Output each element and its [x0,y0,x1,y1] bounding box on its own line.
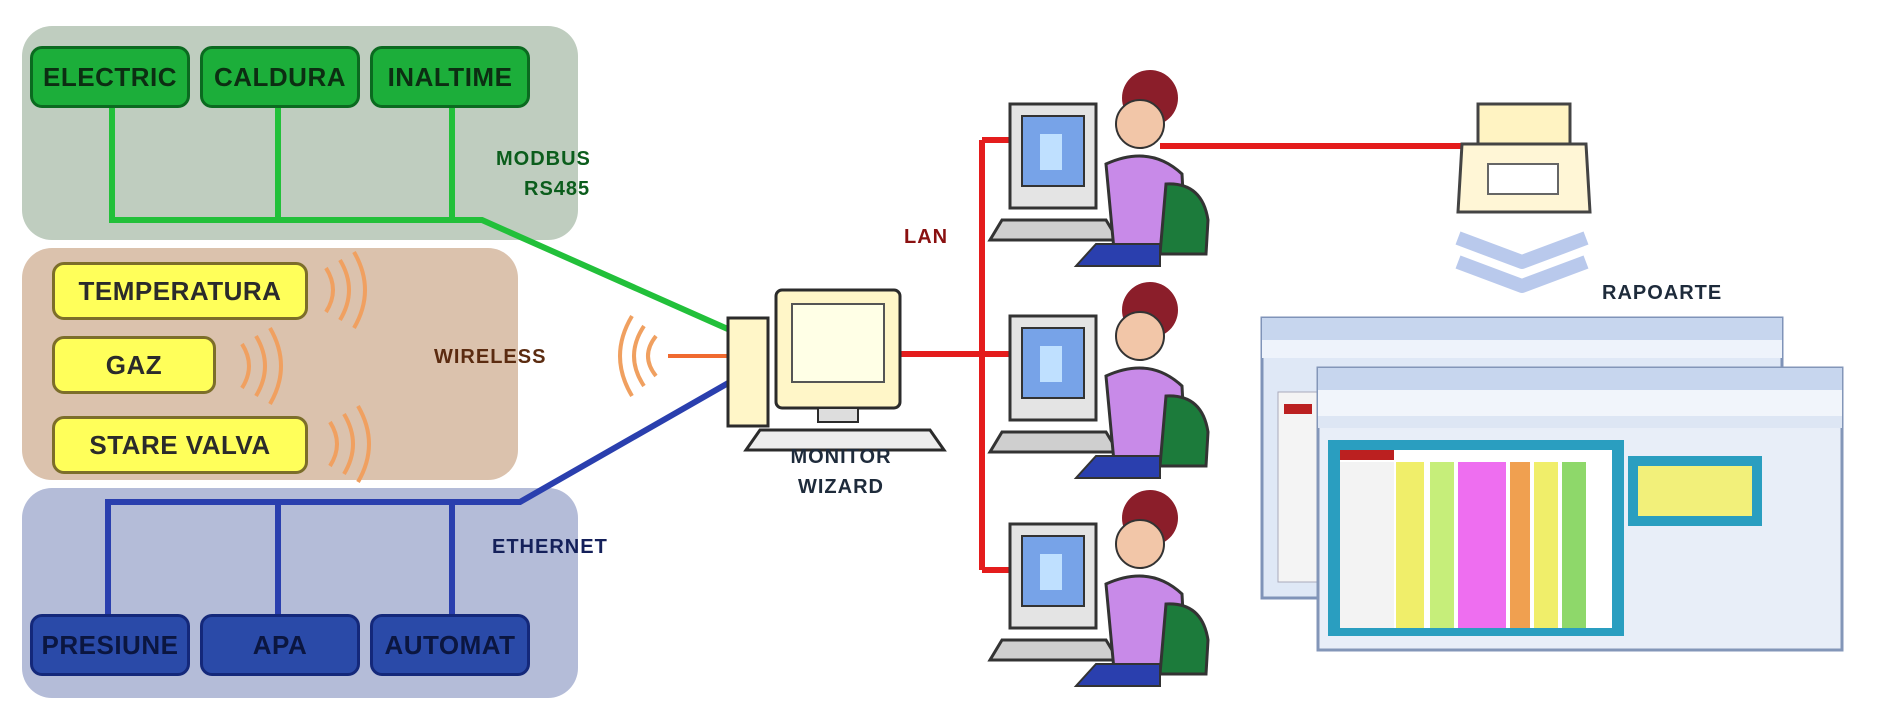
wireless-box-gaz: GAZ [52,336,216,394]
ethernet-bus-lines [105,379,732,618]
ethernet-box-automat: AUTOMAT [370,614,530,676]
server-label-line2: WIZARD [798,476,884,498]
modbus-box-electric: ELECTRIC [30,46,190,108]
chevron-down-icon [1455,231,1589,293]
ethernet-label: ETHERNET [492,536,608,558]
ethernet-box-presiune: PRESIUNE [30,614,190,676]
modbus-label-line2: RS485 [524,178,591,200]
report-window-front [1316,366,1844,652]
modbus-box-inaltime: INALTIME [370,46,530,108]
modbus-box-caldura: CALDURA [200,46,360,108]
wave-icon [240,326,283,406]
modbus-bus-lines [109,104,732,333]
wireless-box-temperatura: TEMPERATURA [52,262,308,320]
reports-label: RAPOARTE [1602,282,1723,304]
workstation-icon [987,70,1210,267]
workstation-icon [987,490,1210,687]
wireless-label: WIRELESS [434,346,547,368]
modbus-label-line1: MODBUS [496,148,591,170]
workstation-icon [987,282,1210,479]
wave-icon [324,250,367,330]
wave-icon [328,404,371,484]
lan-label: LAN [904,226,949,248]
wireless-box-stare-valva: STARE VALVA [52,416,308,474]
ethernet-box-apa: APA [200,614,360,676]
server-label-line1: MONITOR [790,446,892,468]
lan-lines [900,137,1476,573]
server-computer-icon [726,288,947,452]
wave-icon [618,314,658,398]
printer-icon [1456,102,1592,214]
